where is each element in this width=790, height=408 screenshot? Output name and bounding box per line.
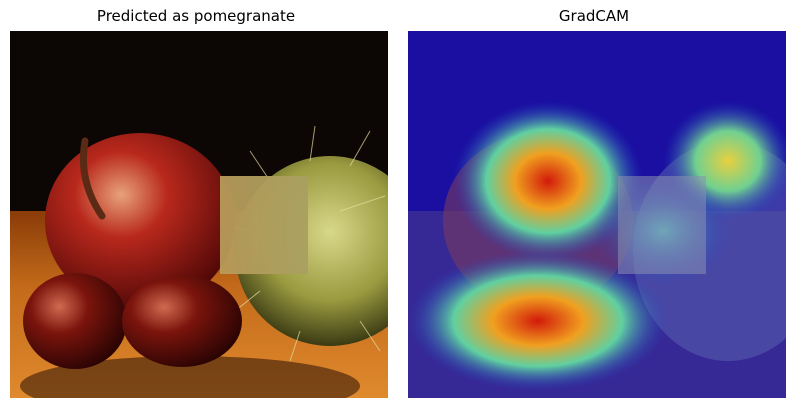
gradcam-heatmap-drawing [408,31,786,398]
original-panel-title: Predicted as pomegranate [96,7,296,25]
gradcam-image [408,31,786,398]
gradcam-panel: GradCAM [398,0,790,408]
gradcam-panel-title: GradCAM [558,7,630,25]
original-image-drawing [10,31,388,398]
original-image [10,31,388,398]
original-panel: Predicted as pomegranate [0,0,392,408]
